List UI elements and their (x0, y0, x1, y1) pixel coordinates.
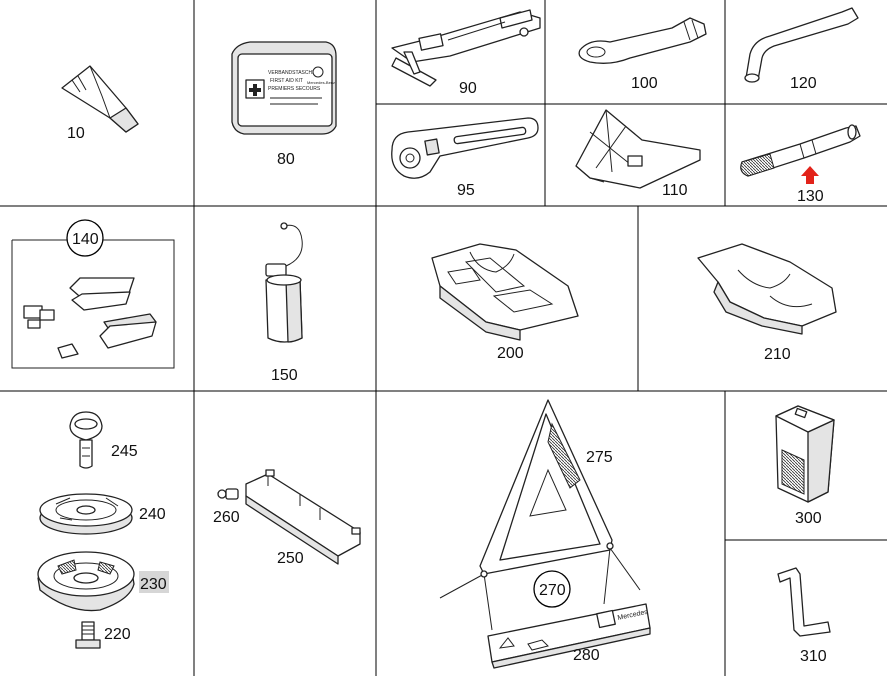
label-100[interactable]: 100 (631, 75, 658, 92)
part-140-fuse-set[interactable] (11, 239, 175, 369)
label-150[interactable]: 150 (271, 367, 298, 384)
label-300[interactable]: 300 (795, 510, 822, 527)
part-220-bolt[interactable] (75, 621, 101, 649)
part-130-cylinder-tool[interactable] (740, 124, 861, 177)
label-140[interactable]: 140 (72, 231, 99, 248)
label-120[interactable]: 120 (790, 75, 817, 92)
first-aid-line2: FIRST AID KIT (270, 78, 303, 84)
first-aid-brand: Mercedes-Benz (307, 80, 335, 85)
part-210-foam-insert[interactable] (697, 243, 837, 335)
label-95[interactable]: 95 (457, 182, 475, 199)
part-230-holder-base[interactable] (37, 551, 135, 612)
part-150-sealant-bottle[interactable] (265, 222, 303, 343)
part-245-wing-bolt[interactable] (69, 411, 103, 469)
part-80-first-aid-kit[interactable]: VERBANDSTASCHE FIRST AID KIT PREMIERS SE… (231, 41, 337, 135)
first-aid-line1: VERBANDSTASCHE (268, 70, 316, 76)
part-275-warning-triangle[interactable] (439, 399, 641, 631)
label-90[interactable]: 90 (459, 80, 477, 97)
part-200-tool-tray[interactable] (431, 243, 579, 341)
part-110-wheel-chock[interactable] (575, 109, 701, 189)
first-aid-line3: PREMIERS SECOURS (268, 86, 321, 92)
label-310[interactable]: 310 (800, 648, 827, 665)
part-10-illustration[interactable] (61, 65, 139, 133)
label-275[interactable]: 275 (586, 449, 613, 466)
label-200[interactable]: 200 (497, 345, 524, 362)
label-230[interactable]: 230 (140, 576, 167, 593)
label-270[interactable]: 270 (539, 582, 566, 599)
part-100-towing-eye[interactable] (578, 17, 707, 64)
part-310-hex-key[interactable] (777, 567, 831, 637)
label-130[interactable]: 130 (797, 188, 824, 205)
label-260[interactable]: 260 (213, 509, 240, 526)
part-260-clip[interactable] (217, 488, 239, 500)
label-110[interactable]: 110 (662, 182, 688, 199)
part-90-jack[interactable] (391, 9, 541, 87)
part-120-bent-wrench[interactable] (744, 7, 859, 83)
label-245[interactable]: 245 (111, 443, 138, 460)
part-250-rail[interactable] (245, 469, 361, 565)
label-220[interactable]: 220 (104, 626, 131, 643)
label-10[interactable]: 10 (67, 125, 85, 142)
labels: 10 80 90 100 120 95 110 130 140 150 200 … (67, 75, 827, 665)
label-240[interactable]: 240 (139, 506, 166, 523)
part-280-warning-plate[interactable]: Mercedes (487, 603, 651, 669)
label-280[interactable]: 280 (573, 647, 600, 664)
callout-270[interactable] (533, 570, 571, 608)
label-250[interactable]: 250 (277, 550, 304, 567)
label-210[interactable]: 210 (764, 346, 791, 363)
part-95-ratchet[interactable] (391, 117, 539, 179)
callout-140[interactable] (66, 219, 104, 257)
label-80[interactable]: 80 (277, 151, 295, 168)
indicator-arrow-icon (801, 166, 819, 184)
part-240-holder-top[interactable] (39, 493, 133, 535)
mercedes-star-icon (312, 66, 324, 78)
part-300-box[interactable] (775, 405, 835, 503)
highlight-box (139, 571, 169, 593)
